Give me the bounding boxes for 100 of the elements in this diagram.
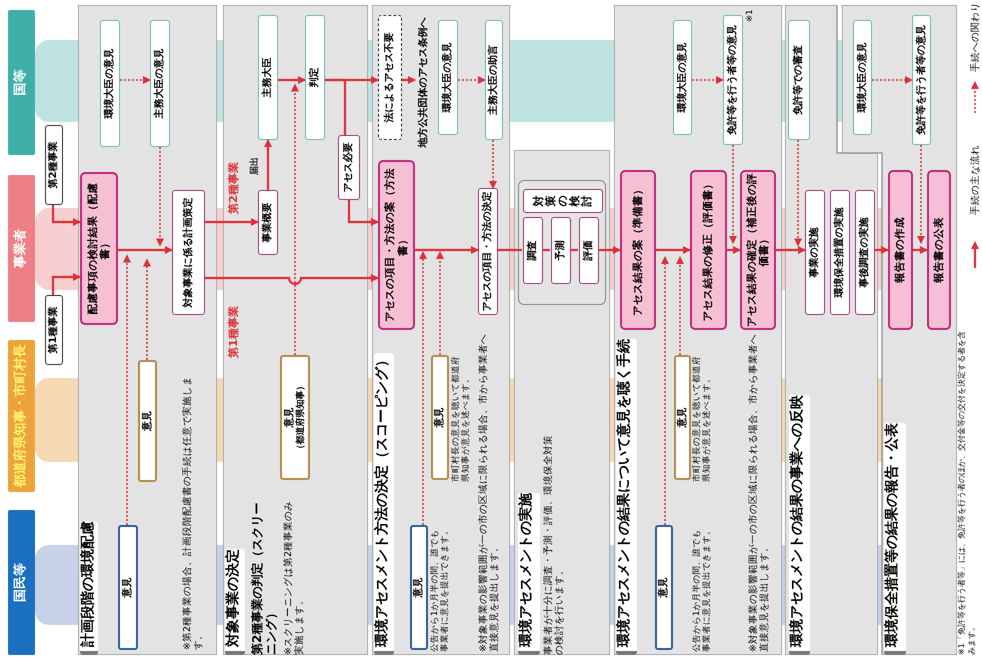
- phase-panel: [78, 5, 217, 655]
- note-text: 市町村長の意見を聴いて都道府県知事が意見を述べます。: [451, 355, 472, 482]
- arrow: [120, 76, 151, 84]
- opinion-box: 意見: [138, 360, 157, 482]
- connector-line: [325, 78, 346, 135]
- arrow: [52, 273, 81, 295]
- process-box: 調査: [523, 217, 543, 284]
- arrow: [872, 76, 913, 84]
- legend-text: 手続への関わり: [970, 2, 982, 72]
- process-box: 法によるアセス不要: [378, 15, 402, 140]
- connector-line: [498, 248, 522, 252]
- process-box: 判定: [305, 15, 325, 140]
- phase-panel: [514, 150, 610, 655]
- process-box: 環境大臣の意見: [853, 20, 872, 135]
- arrow: [917, 145, 925, 244]
- subheading: 第2種事業の判定（スクリーニング）: [250, 502, 280, 655]
- lane-label: 国民等: [8, 510, 35, 655]
- phase-heading: 対象事業の決定: [225, 549, 245, 655]
- arrow: [402, 76, 416, 84]
- arrow: [729, 145, 737, 244]
- phase-panel: [614, 5, 782, 655]
- process-box: 事業概要: [258, 190, 278, 255]
- process-box: 免許等を行う者等の意見: [723, 15, 743, 145]
- process-box: 主務大臣の意見: [150, 20, 170, 147]
- phase-panel: [223, 5, 368, 655]
- arrow: [598, 246, 621, 254]
- note-text: ※対象事業の影響範囲が一の市の区域に限られる場合、市から事業者へ直接意見を提出します。: [478, 333, 502, 652]
- arrow: [458, 76, 486, 84]
- opinion-box: 意見 （都道府県知事）: [280, 355, 310, 480]
- process-box: 免許等での審査: [788, 20, 810, 140]
- note-text: 公告から1か月半の間、誰でも事業者に意見を提出できます。: [692, 525, 712, 652]
- phase-panel: [372, 5, 510, 655]
- arrow: [776, 246, 806, 254]
- connector-line: [570, 248, 578, 252]
- note-text: ※対象事業の影響範囲が一の市の区域に限られる場合、市から事業者へ直接意見を提出します。: [748, 333, 772, 652]
- arrow: [52, 205, 81, 226]
- arrow: [205, 218, 259, 226]
- process-box: 環境大臣の意見: [673, 20, 692, 135]
- document-box: 報告書の作成: [888, 170, 913, 330]
- process-box: アセスの項目・方法の決定: [478, 188, 498, 315]
- opinion-box: 意見: [655, 525, 673, 650]
- lane-label: 都道府県知事・市町村長: [8, 340, 35, 492]
- note-text: 市町村長の意見を聴いて都道府県知事が意見を述べます。: [692, 355, 712, 482]
- phase-heading: 環境アセスメントの実施: [518, 493, 540, 655]
- destination-text: 地方公共団体のアセス条例へ: [415, 5, 432, 160]
- arrow: [291, 84, 299, 355]
- note-text: 事業者が十分に調査・予測・評価、環境保全対策の検討を行います。: [543, 434, 566, 655]
- arrow: [264, 139, 272, 190]
- arrow: [156, 147, 164, 246]
- phase-heading: 環境アセスメントの結果について意見を聴く手続: [616, 339, 637, 655]
- arrow: [143, 258, 151, 360]
- document-box: アセスの項目・方法の案（方法書）: [378, 160, 415, 330]
- arrow: [278, 76, 306, 84]
- arrow: [794, 140, 802, 246]
- arrow: [656, 246, 691, 254]
- arrow: [436, 251, 444, 355]
- process-box: 第1種事業: [45, 295, 63, 365]
- phase-panel: [785, 5, 878, 655]
- arrow: [727, 246, 741, 254]
- process-box: 事業の実施: [805, 190, 825, 315]
- edge-label: 第1種事業: [227, 305, 240, 360]
- edge-label: 届出: [250, 156, 261, 177]
- arrow: [419, 251, 427, 525]
- opinion-box: 意見: [431, 355, 449, 480]
- process-box: 事後調査の実施: [855, 190, 875, 315]
- process-box: 環境大臣の意見: [438, 20, 458, 135]
- process-box: 主務大臣の助言: [485, 20, 503, 140]
- grouping-box: [518, 180, 606, 305]
- arrow: [205, 274, 379, 286]
- document-box: アセス結果の案（準備書）: [620, 170, 656, 330]
- arrow: [692, 76, 724, 84]
- arrow: [676, 256, 684, 355]
- edge-label: 第2種事業: [227, 161, 240, 216]
- process-box: 免許等を行う者等の意見: [912, 15, 931, 145]
- note-text: ※第2種事業の場合、計画段階配慮書の手続は任意で実施します。: [182, 374, 206, 650]
- opinion-box: 意見: [410, 525, 428, 650]
- document-box: アセス結果の確定（補正後の評価書）: [740, 170, 776, 330]
- document-box: 報告書の公表: [927, 170, 951, 330]
- arrow: [123, 254, 131, 525]
- footnote-text: ※1「免許等を行う者等」には、免許等を行う者のほか、交付金等の交付を決定する者を含みます。: [957, 330, 976, 655]
- phase-panel: [842, 5, 957, 655]
- process-box: アセス必要: [338, 135, 360, 200]
- connector-line: [542, 248, 550, 252]
- phase-heading: 環境アセスメント方法の決定（スコーピング）: [374, 353, 394, 655]
- process-box: 対策の検討: [523, 189, 603, 213]
- process-box: 主務大臣: [258, 15, 278, 140]
- note-text: 公告から1か月半の間、誰でも事業者に意見を提出できます。: [430, 525, 450, 652]
- process-box: 環境大臣の意見: [100, 20, 120, 147]
- process-box: 予測: [551, 217, 571, 284]
- arrow: [489, 140, 497, 189]
- process-box: 第2種事業: [45, 125, 63, 205]
- process-box: 環境保全措置の実施: [830, 190, 850, 315]
- lane-label: 国等: [8, 10, 35, 155]
- arrow: [348, 200, 379, 226]
- note-text: ※1: [745, 8, 756, 22]
- lane-label: 事業者: [8, 175, 35, 322]
- document-box: アセス結果の修正（評価書）: [690, 170, 727, 330]
- phase-heading: 環境アセスメントの結果の事業への反映: [789, 395, 810, 655]
- opinion-box: 意見: [674, 355, 691, 480]
- process-box: 評価: [579, 217, 599, 284]
